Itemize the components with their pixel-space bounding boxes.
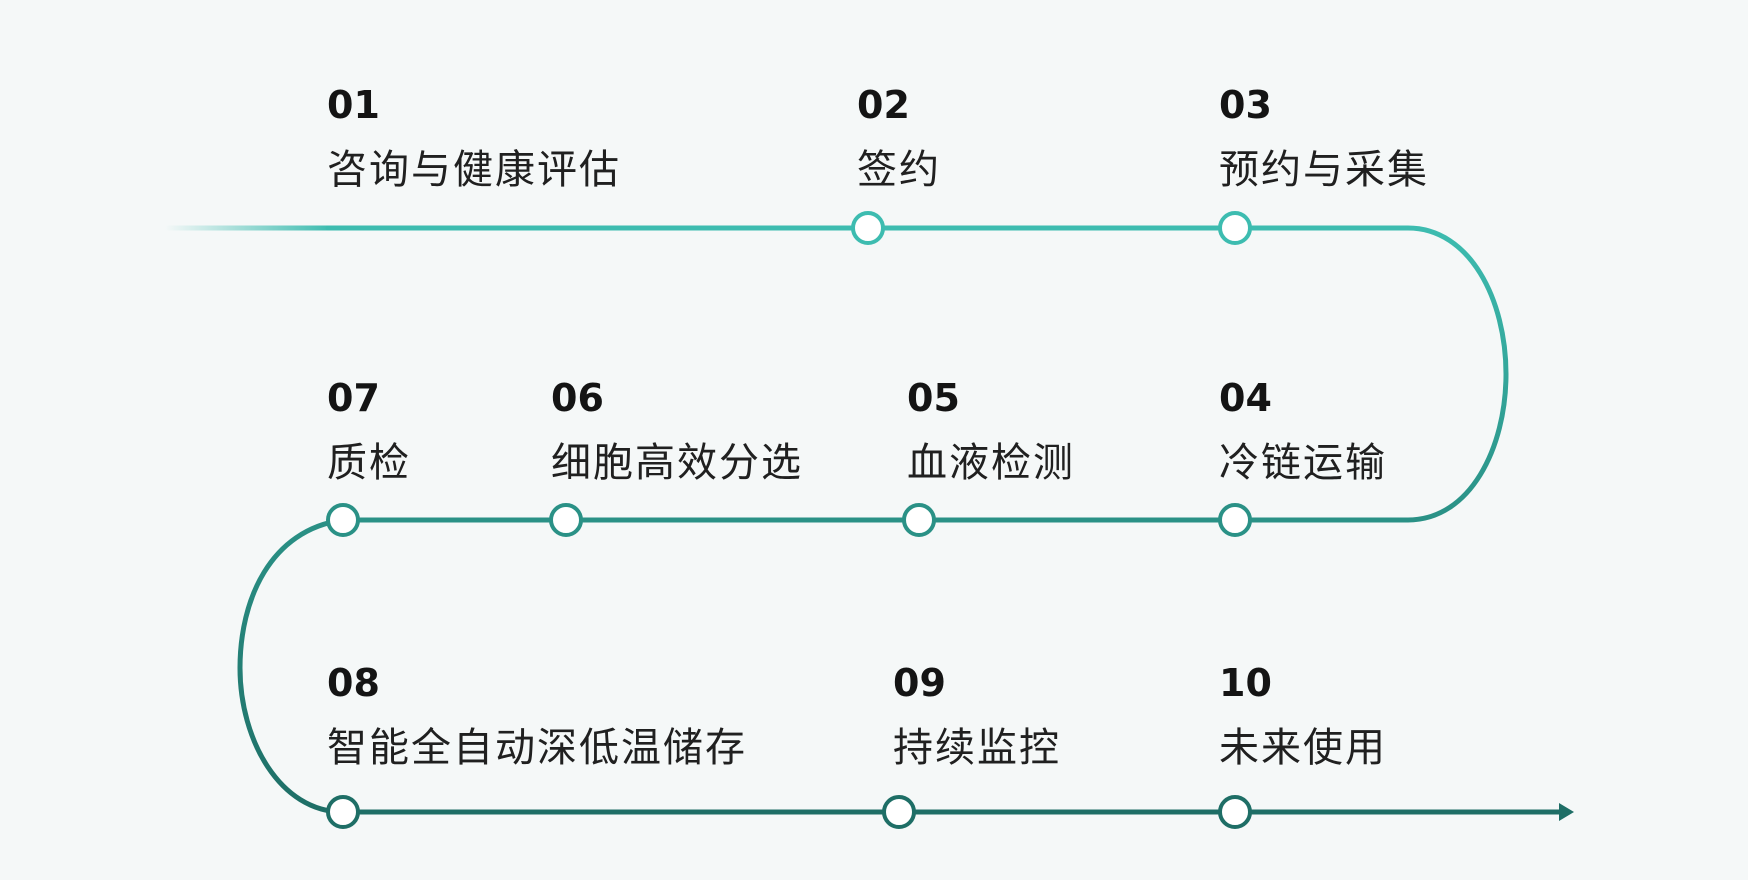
step-node-07 bbox=[326, 503, 360, 537]
step-node-09 bbox=[882, 795, 916, 829]
step-label-02: 签约 bbox=[857, 147, 941, 193]
step-node-05 bbox=[902, 503, 936, 537]
step-label-03: 预约与采集 bbox=[1219, 147, 1429, 193]
step-label-10: 未来使用 bbox=[1219, 725, 1387, 771]
step-node-08 bbox=[326, 795, 360, 829]
step-label-07: 质检 bbox=[327, 440, 411, 486]
step-label-05: 血液检测 bbox=[907, 440, 1075, 486]
step-label-04: 冷链运输 bbox=[1219, 440, 1387, 486]
arrowhead-icon bbox=[1559, 803, 1574, 821]
step-number-05: 05 bbox=[907, 376, 960, 420]
step-number-04: 04 bbox=[1219, 376, 1272, 420]
step-label-08: 智能全自动深低温储存 bbox=[327, 725, 747, 771]
step-node-03 bbox=[1218, 211, 1252, 245]
step-node-04 bbox=[1218, 503, 1252, 537]
step-number-02: 02 bbox=[857, 83, 910, 127]
step-node-06 bbox=[549, 503, 583, 537]
step-node-02 bbox=[851, 211, 885, 245]
step-number-08: 08 bbox=[327, 661, 380, 705]
step-number-10: 10 bbox=[1219, 661, 1272, 705]
step-node-10 bbox=[1218, 795, 1252, 829]
step-label-09: 持续监控 bbox=[893, 725, 1061, 771]
flow-line-path bbox=[237, 225, 1565, 815]
step-number-09: 09 bbox=[893, 661, 946, 705]
step-number-01: 01 bbox=[327, 83, 380, 127]
step-number-07: 07 bbox=[327, 376, 380, 420]
step-label-06: 细胞高效分选 bbox=[551, 440, 803, 486]
step-number-06: 06 bbox=[551, 376, 604, 420]
step-number-03: 03 bbox=[1219, 83, 1272, 127]
step-label-01: 咨询与健康评估 bbox=[327, 147, 621, 193]
